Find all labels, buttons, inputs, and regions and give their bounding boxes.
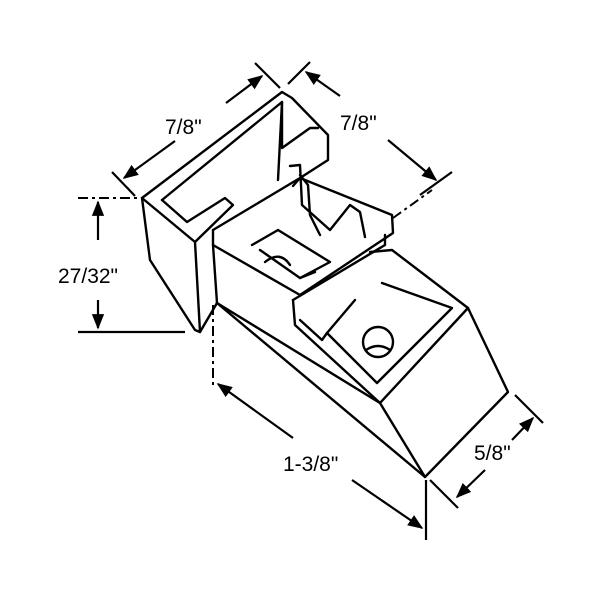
dimension-top-right-width: 7/8"	[340, 112, 377, 135]
dimension-depth: 5/8"	[474, 442, 511, 465]
dimension-length: 1-3/8"	[283, 453, 338, 476]
screw-hole	[361, 325, 395, 359]
dimension-top-left-width: 7/8"	[165, 116, 202, 139]
part-outline	[140, 90, 510, 479]
dimension-lines	[78, 61, 544, 540]
dimension-height: 27/32"	[58, 265, 118, 288]
